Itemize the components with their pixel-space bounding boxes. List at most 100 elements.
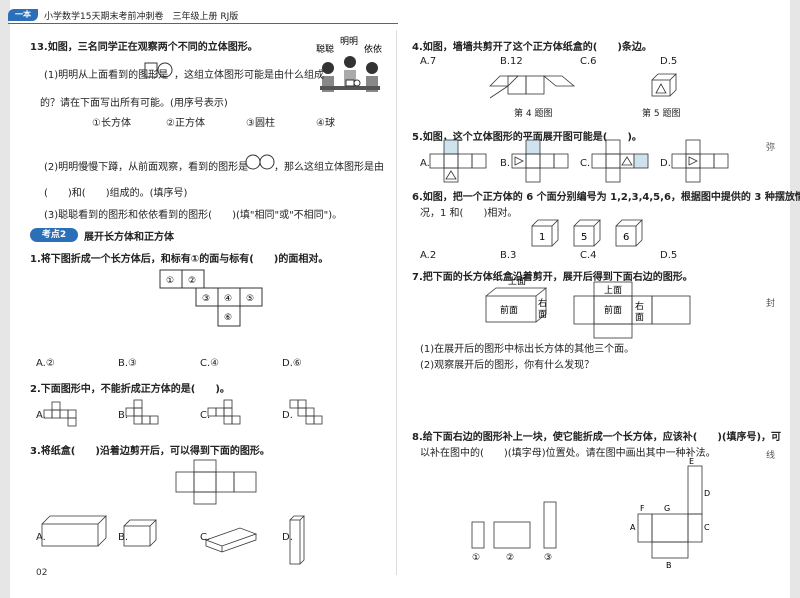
q8-stem-1: 8.给下面右边的图形补上一块，使它能折成一个长方体，应该补( )(填序号)，可 xyxy=(412,432,782,443)
q5-net-c xyxy=(591,139,649,183)
q7-net: 上面 前面 右 面 xyxy=(573,281,691,339)
q1-face-3: ③ xyxy=(202,294,210,304)
q13-front-view xyxy=(245,154,275,170)
q1-face-4: ④ xyxy=(224,294,232,304)
q2-option-c: C. xyxy=(200,410,211,421)
q8-letter-d: D xyxy=(704,489,710,498)
q8-piece-2: ② xyxy=(506,553,514,563)
q7-net-right-1: 右 xyxy=(635,300,644,312)
q13-p1-c: 的？请在下面写出所有可能。(用序号表示) xyxy=(40,98,228,109)
seal-char-1: 弥 xyxy=(766,143,776,153)
q13-option-3: ③圆柱 xyxy=(246,118,275,129)
q8-letter-g: G xyxy=(664,504,670,513)
q4-option-c: C.6 xyxy=(580,56,597,67)
q8-stem-2: 以补在图中的( )(填字母)位置处。请在图中画出其中一种补法。 xyxy=(420,448,716,459)
seal-char-3: 线 xyxy=(766,451,776,461)
q7-box: 上面 前面 右 面 xyxy=(485,276,548,323)
q1-option-c: C.④ xyxy=(200,358,220,369)
q13-p1-b: ，这组立体图形可能是由什么组成 xyxy=(174,70,324,81)
q1-net: ① ② ③ ④ ⑤ ⑥ xyxy=(159,269,263,327)
section-badge: 考点2 xyxy=(30,228,78,242)
q6-option-b: B.3 xyxy=(500,250,517,261)
q13-top-view xyxy=(144,62,173,78)
q3-box-a xyxy=(41,515,107,547)
q7-box-right-1: 右 xyxy=(538,297,547,309)
q5-net-a xyxy=(429,139,487,183)
q13-option-1: ①长方体 xyxy=(92,118,131,129)
q6-stem-1: 6.如图，把一个正方体的 6 个面分别编号为 1,2,3,4,5,6，根据图中提… xyxy=(412,192,800,203)
q6-option-a: A.2 xyxy=(420,250,437,261)
q1-option-a: A.② xyxy=(36,358,55,369)
q8-letter-f: F xyxy=(640,504,645,513)
kid-name-3: 依依 xyxy=(364,43,382,55)
q8-letter-e: E xyxy=(689,457,694,466)
logo: 一本 xyxy=(8,9,38,21)
q5-net-b xyxy=(511,139,569,183)
q6-cubes: 1 5 6 xyxy=(531,219,643,247)
q7-box-front: 前面 xyxy=(500,304,518,316)
q6-cube-3: 6 xyxy=(623,232,629,243)
q8-net: E D F G A C B xyxy=(630,457,710,570)
q7-p2: (2)观察展开后的图形，你有什么发现？ xyxy=(420,360,595,371)
q7-net-top: 上面 xyxy=(604,285,622,296)
q3-box-c xyxy=(204,527,258,553)
q7-net-front: 前面 xyxy=(604,304,622,316)
q3-stem: 3.将纸盒( )沿着边剪开后，可以得到下面的图形。 xyxy=(30,446,270,457)
q7-box-right-2: 面 xyxy=(538,309,547,320)
q8-piece-3: ③ xyxy=(544,553,552,563)
kid-name-2: 明明 xyxy=(340,36,358,47)
q2-option-b: B. xyxy=(118,410,129,421)
q8-pieces: ① ② ③ xyxy=(471,501,557,563)
header-title: 小学数学15天期末考前冲刺卷 三年级上册 RJ版 xyxy=(44,12,239,22)
q4-option-d: D.5 xyxy=(660,56,678,67)
q2-option-a: A. xyxy=(36,410,46,421)
kids-illustration: 聪聪 明明 依依 xyxy=(316,36,382,92)
q13-stem: 13.如图，三名同学正在观察两个不同的立体图形。 xyxy=(30,42,258,53)
q3-option-a: A. xyxy=(36,532,46,543)
q2-net-b xyxy=(125,399,159,425)
q2-net-d xyxy=(289,399,323,425)
page-edge-left xyxy=(0,0,10,598)
q3-box-d xyxy=(289,515,305,565)
q7-stem: 7.把下面的长方体纸盒沿着剪开，展开后得到下面右边的图形。 xyxy=(412,272,693,283)
q2-net-c xyxy=(207,399,241,425)
header-rule xyxy=(8,23,398,24)
q2-stem: 2.下面图形中，不能折成正方体的是( )。 xyxy=(30,384,230,395)
page-number: 02 xyxy=(36,568,48,578)
q3-option-b: B. xyxy=(118,532,129,543)
q3-option-c: C. xyxy=(200,532,211,543)
q3-net xyxy=(175,459,257,505)
q4-option-a: A.7 xyxy=(420,56,437,67)
q6-option-d: D.5 xyxy=(660,250,678,261)
q13-p1-a: (1)明明从上面看到的图形是 xyxy=(44,70,169,81)
q4-stem: 4.如图，墙墙共剪开了这个正方体纸盒的( )条边。 xyxy=(412,42,652,53)
q1-face-1: ① xyxy=(166,276,174,286)
q7-box-top: 上面 xyxy=(508,276,526,287)
q13-p2-b: ，那么这组立体图形是由 xyxy=(274,162,384,173)
q1-option-b: B.③ xyxy=(118,358,138,369)
q13-p2-a: (2)明明慢慢下蹲，从前面观察，看到的图形是 xyxy=(44,162,249,173)
q7-net-right-2: 面 xyxy=(635,312,644,323)
q5-option-d: D. xyxy=(660,158,671,169)
q6-stem-2: 况，1 和( )相对。 xyxy=(420,208,518,219)
q5-net-d xyxy=(671,139,729,183)
kid-name-1: 聪聪 xyxy=(316,43,334,55)
q5-option-b: B. xyxy=(500,158,511,169)
q8-letter-c: C xyxy=(704,523,710,532)
page-edge-right xyxy=(790,0,800,598)
column-divider xyxy=(396,30,397,575)
q2-option-d: D. xyxy=(282,410,293,421)
q1-face-5: ⑤ xyxy=(246,294,254,304)
q4-caption: 第 4 题图 xyxy=(514,109,553,119)
q8-letter-b: B xyxy=(666,561,672,570)
q6-cube-2: 5 xyxy=(581,232,587,243)
q5-figure xyxy=(651,73,677,97)
q3-box-b xyxy=(123,519,157,547)
q4-option-b: B.12 xyxy=(500,56,523,67)
q13-p2-c: ( )和( )组成的。(填序号) xyxy=(44,188,188,199)
q4-figure xyxy=(489,75,576,99)
q5-stem: 5.如图，这个立体图形的平面展开图可能是( )。 xyxy=(412,132,642,143)
q8-letter-a: A xyxy=(630,523,636,532)
q5-option-a: A. xyxy=(420,158,430,169)
q1-stem: 1.将下图折成一个长方体后，和标有①的面与标有( )的面相对。 xyxy=(30,254,329,265)
